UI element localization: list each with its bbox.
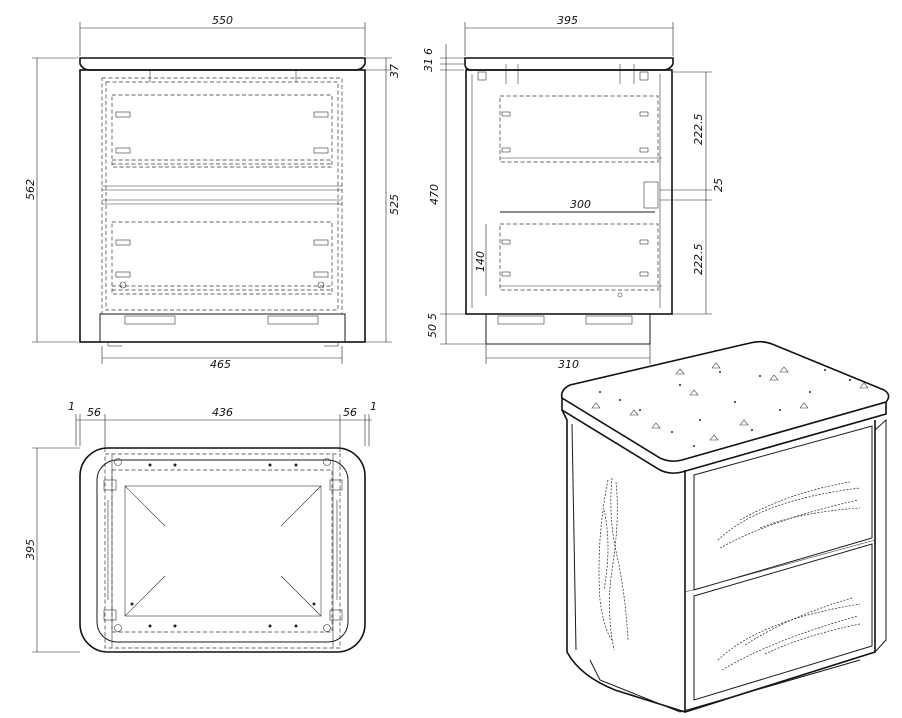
iso-drawer-lower xyxy=(693,543,873,701)
dim-side-drawer-lower: 222.5 xyxy=(692,244,705,276)
dim-side-plinth-height: 50 xyxy=(426,324,439,338)
dim-front-body-height: 525 xyxy=(388,194,401,215)
dim-side-gap: 25 xyxy=(712,178,725,192)
front-top-slab xyxy=(79,57,366,71)
front-view: 550 562 525 37 465 xyxy=(24,14,401,371)
side-view: 395 6 31 470 5 50 222.5 222.5 25 300 140… xyxy=(422,14,725,371)
dim-side-body-height: 470 xyxy=(428,184,441,205)
front-body xyxy=(79,69,366,343)
dim-top-inner-width: 436 xyxy=(212,406,233,419)
dim-top-edge-left: 1 xyxy=(68,400,75,413)
dim-side-drawer-inner: 140 xyxy=(474,251,487,272)
dim-top-depth: 395 xyxy=(24,539,37,560)
dim-front-top-offset: 37 xyxy=(388,64,401,78)
dim-top-margin-right: 56 xyxy=(343,406,357,419)
dim-front-height: 562 xyxy=(24,179,37,200)
top-view: 1 56 436 56 1 395 xyxy=(24,400,377,653)
iso-top-surface xyxy=(560,340,890,462)
dim-side-top-thickness: 6 xyxy=(422,48,435,55)
isometric-view xyxy=(560,340,890,713)
dim-top-margin-left: 56 xyxy=(87,406,101,419)
dim-side-depth: 395 xyxy=(557,14,578,27)
dim-side-top-offset: 31 xyxy=(422,58,435,72)
dim-front-base-width: 465 xyxy=(210,358,231,371)
iso-drawer-upper xyxy=(693,425,873,591)
dim-side-drawer-upper: 222.5 xyxy=(692,114,705,146)
dim-side-plinth-gap: 5 xyxy=(426,313,439,320)
dim-side-drawer-depth: 300 xyxy=(570,198,591,211)
dim-side-base-depth: 310 xyxy=(558,358,579,371)
dim-top-edge-right: 1 xyxy=(370,400,377,413)
dim-front-width: 550 xyxy=(212,14,233,27)
